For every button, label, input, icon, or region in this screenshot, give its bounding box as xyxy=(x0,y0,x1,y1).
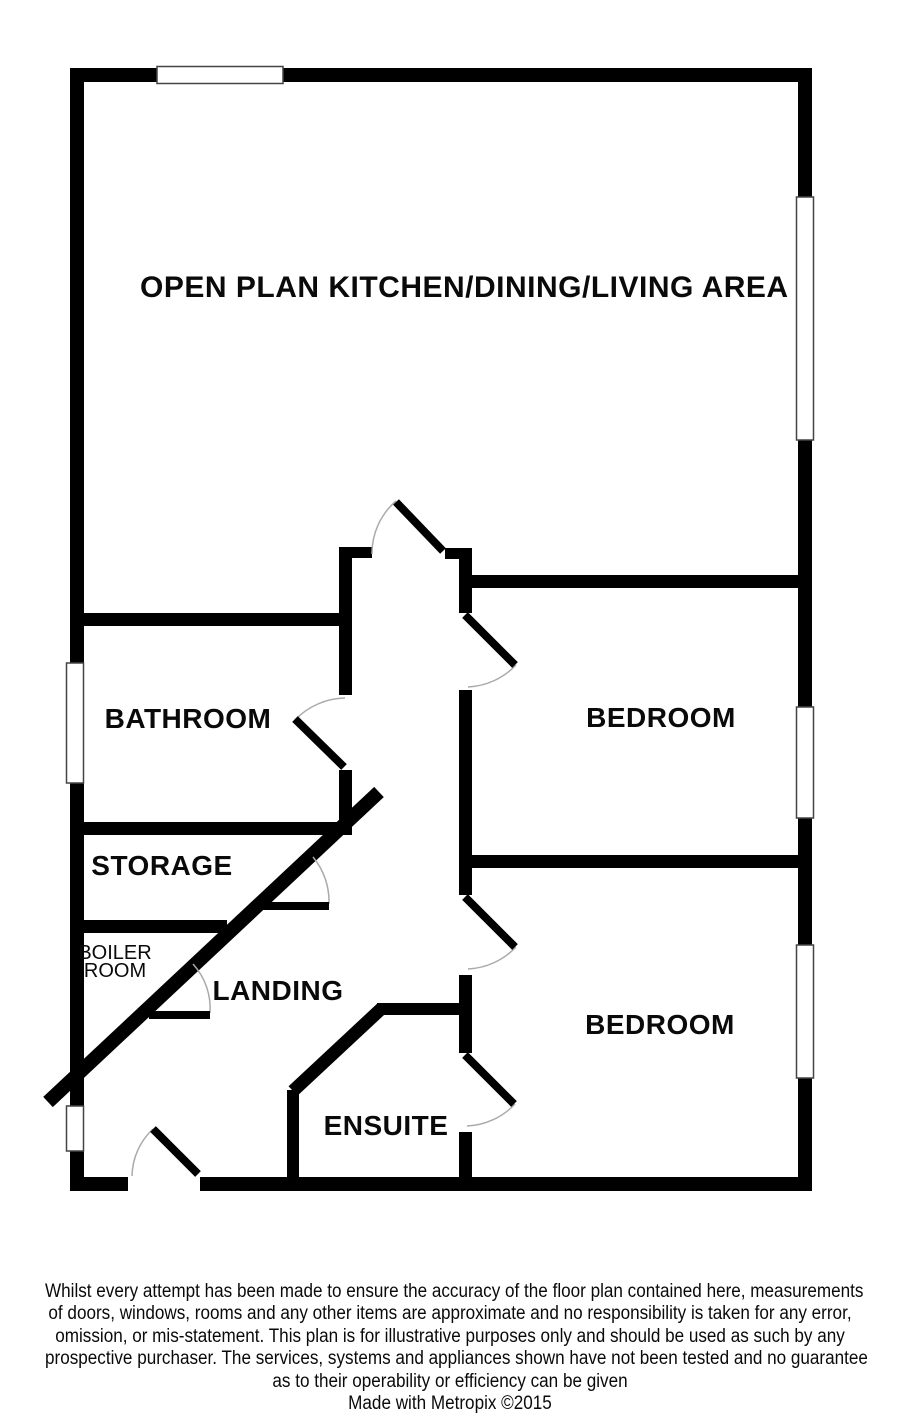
wall-landing-top-left-stub xyxy=(339,547,372,558)
door-arc-bedroom2 xyxy=(467,946,517,970)
disclaimer-line: as to their operability or efficiency ca… xyxy=(272,1370,628,1392)
label-bathroom: BATHROOM xyxy=(104,703,272,734)
label-bedroom-2: BEDROOM xyxy=(585,1009,735,1040)
window-left-entrance xyxy=(65,1105,85,1152)
door-arc-boiler xyxy=(192,963,211,1014)
label-open-plan-kitchen-dining-living: OPEN PLAN KITCHEN/DINING/LIVING AREA xyxy=(140,271,789,304)
wall-bedrooms-divider xyxy=(459,855,798,868)
door-arc-entrance xyxy=(131,1128,154,1177)
wall-bedrooms-left-mid xyxy=(459,690,472,895)
disclaimer-line: of doors, windows, rooms and any other i… xyxy=(48,1303,852,1325)
door-leaf-bedroom2 xyxy=(462,894,518,950)
label-bedroom-1: BEDROOM xyxy=(586,702,736,733)
disclaimer-line: omission, or mis-statement. This plan is… xyxy=(55,1325,845,1347)
door-arc-landing xyxy=(371,500,397,555)
door-leaf-bathroom xyxy=(292,716,347,770)
disclaimer-footer: Whilst every attempt has been made to en… xyxy=(45,1281,868,1415)
label-storage: STORAGE xyxy=(91,850,233,881)
door-leaf-ensuite xyxy=(462,1052,517,1107)
label-ensuite: ENSUITE xyxy=(323,1110,449,1141)
wall-outer-bottom-main xyxy=(200,1177,812,1191)
wall-bathroom-top xyxy=(84,613,352,626)
metropix-credit: Made with Metropix ©2015 xyxy=(348,1393,552,1415)
window-right-bedroom1 xyxy=(795,706,815,819)
wall-bedroom1-top xyxy=(472,575,798,588)
door-leaf-landing xyxy=(393,499,446,554)
wall-storage-bottom xyxy=(84,920,227,933)
wall-bedrooms-left-bottom xyxy=(459,1132,472,1191)
wall-bedrooms-left-upper xyxy=(459,548,472,613)
wall-outer-left xyxy=(70,68,84,1191)
wall-ensuite-left xyxy=(287,1090,299,1191)
window-right-openplan xyxy=(795,196,815,441)
wall-stairs-diagonal xyxy=(43,786,384,1108)
window-left-bathroom xyxy=(65,662,85,784)
label-boiler-room-line1: BOILER xyxy=(78,942,152,964)
door-arc-bedroom1 xyxy=(467,664,517,688)
disclaimer-line: Whilst every attempt has been made to en… xyxy=(45,1281,864,1302)
label-boiler-room: BOILER ROOM xyxy=(45,942,185,982)
label-boiler-room-line2: ROOM xyxy=(83,960,147,982)
wall-outer-bottom-left xyxy=(70,1177,128,1191)
door-arc-storage xyxy=(312,856,330,905)
window-top-openplan xyxy=(156,65,284,85)
wall-ensuite-diagonal xyxy=(288,1003,387,1096)
window-right-bedroom2 xyxy=(795,944,815,1079)
wall-bathroom-right-upper xyxy=(339,547,352,695)
disclaimer-line: prospective purchaser. The services, sys… xyxy=(45,1348,868,1370)
door-leaf-bedroom1 xyxy=(462,612,518,668)
label-landing: LANDING xyxy=(212,975,344,1006)
door-arc-ensuite xyxy=(466,1103,516,1127)
door-leaf-entrance xyxy=(150,1126,201,1177)
wall-landing-top-right-stub xyxy=(445,548,472,559)
wall-ensuite-top xyxy=(377,1003,472,1015)
wall-bathroom-bottom xyxy=(84,822,352,835)
